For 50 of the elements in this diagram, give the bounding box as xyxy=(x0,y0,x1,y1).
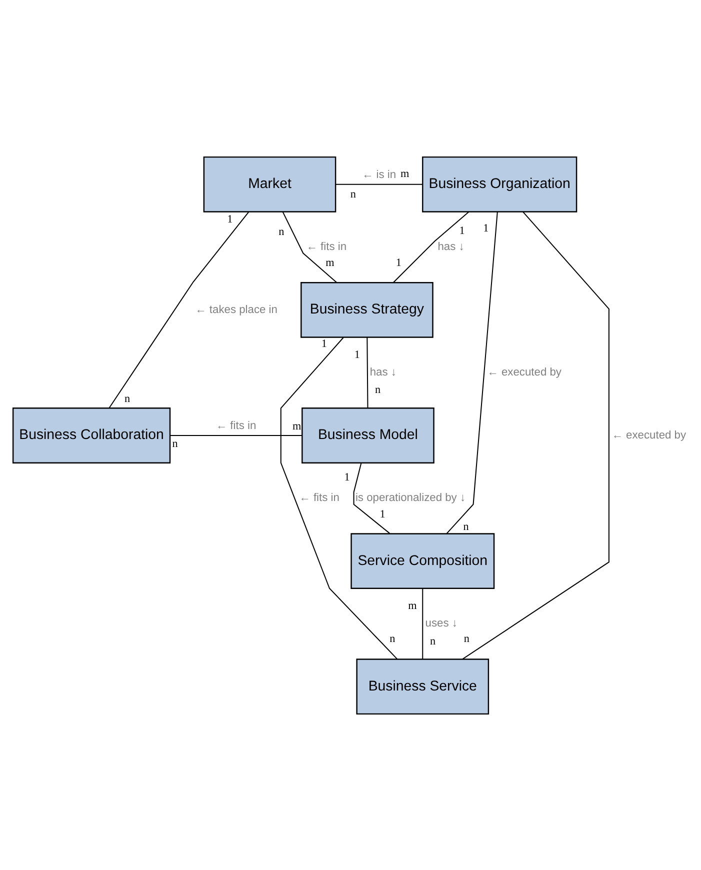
label: 1 xyxy=(226,212,232,225)
label: 1 xyxy=(344,470,350,483)
node-box: Business Strategy xyxy=(300,282,433,338)
edge-label: ← fits in xyxy=(298,492,339,504)
node-box: Business Model xyxy=(301,407,434,463)
edge-label: ← executed by xyxy=(611,428,686,441)
label: n xyxy=(124,392,130,404)
node-box: Business Collaboration xyxy=(12,407,170,463)
connector xyxy=(392,211,469,282)
connector xyxy=(352,462,390,534)
connector xyxy=(366,336,368,408)
label: 1 xyxy=(395,256,401,268)
connector xyxy=(446,211,498,534)
edge-label: uses ↓ xyxy=(424,617,457,630)
label: n xyxy=(389,632,395,645)
edge-label: ← executed by xyxy=(486,366,562,378)
label: n xyxy=(172,438,178,450)
edge-label: has ↓ xyxy=(437,240,464,252)
connector xyxy=(280,336,398,659)
edge-label: ← fits in xyxy=(215,420,256,432)
connector xyxy=(170,434,302,436)
connector xyxy=(422,588,423,659)
label: n xyxy=(374,384,380,396)
node-box: Business Organization xyxy=(422,156,577,212)
node-box: Business Service xyxy=(356,658,489,714)
connector xyxy=(108,211,249,408)
label: 1 xyxy=(354,348,360,360)
connector xyxy=(462,211,609,660)
label: n xyxy=(429,634,436,647)
edge-label: ← takes place in xyxy=(194,303,277,316)
node-box: Service Composition xyxy=(350,532,494,588)
label: 1 xyxy=(379,508,385,520)
label: m xyxy=(292,420,301,432)
label: n xyxy=(278,225,284,238)
label: n xyxy=(463,632,469,645)
label: 1 xyxy=(458,224,464,236)
label: 1 xyxy=(482,222,488,234)
edge-label: ← is in xyxy=(362,168,396,181)
label: n xyxy=(462,520,468,533)
node-box: Market xyxy=(202,156,336,212)
label: m xyxy=(325,256,334,269)
connector xyxy=(282,211,336,282)
label: m xyxy=(400,168,409,180)
label: n xyxy=(350,188,356,200)
edge-label: ← fits in xyxy=(306,240,346,252)
connector xyxy=(335,183,422,184)
label: 1 xyxy=(320,337,326,350)
edge-label: is operationalized by ↓ xyxy=(354,492,466,504)
edge-label: has ↓ xyxy=(369,366,396,378)
label: m xyxy=(408,599,416,612)
